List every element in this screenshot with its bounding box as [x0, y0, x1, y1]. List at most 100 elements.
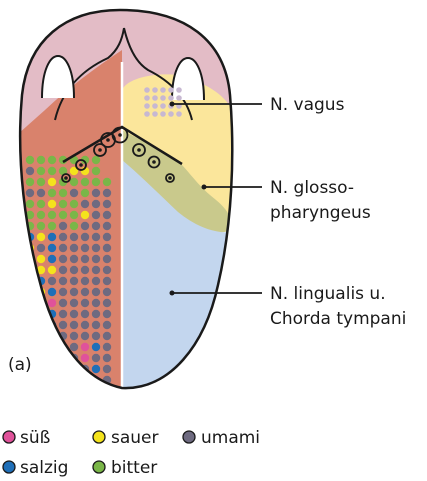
taste-bud-dot-umami	[59, 244, 67, 252]
taste-bud-dot-bitter	[103, 178, 111, 186]
taste-bud-dot-bitter	[37, 211, 45, 219]
taste-bud-dot-bitter	[48, 156, 56, 164]
taste-bud-dot-umami	[81, 200, 89, 208]
label-glosso-line2: pharyngeus	[270, 202, 371, 224]
taste-bud-dot-sauer	[26, 332, 34, 340]
taste-bud-dot-sauer	[48, 178, 56, 186]
taste-bud-dot-bitter	[48, 167, 56, 175]
taste-bud-dot-umami	[103, 299, 111, 307]
taste-bud-dot-sauer	[26, 266, 34, 274]
taste-bud-dot-salzig	[92, 365, 100, 373]
taste-bud-dot-umami	[92, 332, 100, 340]
taste-bud-dot-umami	[70, 310, 78, 318]
legend-label-suess: süß	[20, 428, 50, 448]
taste-bud-dot-suess	[48, 299, 56, 307]
taste-bud-dot-umami	[103, 211, 111, 219]
papilla-center	[79, 163, 83, 167]
vagus-pale-dot	[160, 111, 166, 117]
taste-bud-dot-bitter	[70, 222, 78, 230]
taste-bud-dot-bitter	[37, 200, 45, 208]
legend-label-bitter: bitter	[111, 458, 157, 478]
taste-bud-dot-bitter	[26, 200, 34, 208]
vagus-pale-dot	[152, 111, 158, 117]
taste-bud-dot-suess	[70, 365, 78, 373]
taste-bud-dot-umami	[92, 222, 100, 230]
taste-bud-dot-umami	[92, 321, 100, 329]
taste-bud-dot-umami	[92, 310, 100, 318]
taste-bud-dot-bitter	[70, 200, 78, 208]
taste-bud-dot-salzig	[48, 233, 56, 241]
taste-bud-dot-bitter	[59, 211, 67, 219]
taste-bud-dot-umami	[103, 189, 111, 197]
taste-bud-dot-bitter	[70, 178, 78, 186]
vagus-pale-dot	[144, 87, 150, 93]
taste-bud-dot-umami	[103, 288, 111, 296]
taste-bud-dot-bitter	[81, 189, 89, 197]
taste-bud-dot-umami	[81, 321, 89, 329]
taste-bud-dot-bitter	[48, 222, 56, 230]
taste-bud-dot-bitter	[81, 178, 89, 186]
taste-bud-dot-umami	[48, 277, 56, 285]
taste-bud-dot-salzig	[48, 244, 56, 252]
taste-bud-dot-sauer	[48, 343, 56, 351]
taste-bud-dot-umami	[103, 321, 111, 329]
taste-bud-dot-bitter	[37, 156, 45, 164]
taste-bud-dot-bitter	[70, 211, 78, 219]
legend-marker-salzig	[3, 461, 15, 473]
taste-bud-dot-suess	[48, 365, 56, 373]
taste-bud-dot-bitter	[26, 178, 34, 186]
taste-bud-dot-umami	[92, 200, 100, 208]
taste-bud-dot-umami	[103, 354, 111, 362]
taste-bud-dot-umami	[70, 266, 78, 274]
label-lingualis-line1: N. lingualis u.	[270, 283, 386, 305]
taste-bud-dot-umami	[92, 354, 100, 362]
taste-bud-dot-sauer	[48, 266, 56, 274]
taste-bud-dot-umami	[103, 200, 111, 208]
taste-bud-dot-umami	[81, 277, 89, 285]
legend-label-salzig: salzig	[20, 458, 68, 478]
vagus-pale-dot	[144, 103, 150, 109]
taste-bud-dot-suess	[81, 343, 89, 351]
vagus-pale-dot	[144, 111, 150, 117]
vagus-pale-dot	[176, 95, 182, 101]
taste-bud-dot-umami	[81, 266, 89, 274]
taste-bud-dot-suess	[48, 376, 56, 384]
vagus-pale-dot	[176, 111, 182, 117]
taste-bud-dot-umami	[70, 255, 78, 263]
vagus-pale-dot	[160, 103, 166, 109]
taste-bud-dot-sauer	[26, 321, 34, 329]
taste-bud-dot-umami	[59, 255, 67, 263]
vagus-pale-dot	[144, 95, 150, 101]
taste-bud-dot-umami	[37, 343, 45, 351]
taste-bud-dot-umami	[92, 288, 100, 296]
label-vagus: N. vagus	[270, 94, 344, 116]
taste-bud-dot-bitter	[92, 178, 100, 186]
taste-bud-dot-umami	[26, 376, 34, 384]
taste-bud-dot-suess	[37, 365, 45, 373]
taste-bud-dot-umami	[81, 233, 89, 241]
papilla-center	[106, 138, 110, 142]
taste-bud-dot-umami	[26, 167, 34, 175]
taste-bud-dot-salzig	[37, 321, 45, 329]
panel-label: (a)	[8, 354, 32, 376]
taste-bud-dot-suess	[81, 354, 89, 362]
taste-bud-dot-umami	[59, 222, 67, 230]
vagus-pale-dot	[160, 95, 166, 101]
taste-bud-dot-umami	[103, 343, 111, 351]
taste-bud-dot-umami	[92, 189, 100, 197]
vagus-pale-dot	[160, 87, 166, 93]
taste-bud-dot-bitter	[59, 189, 67, 197]
vagus-pale-dot	[168, 111, 174, 117]
taste-bud-dot-umami	[59, 321, 67, 329]
taste-bud-dot-umami	[59, 233, 67, 241]
legend-marker-sauer	[93, 431, 105, 443]
taste-bud-dot-sauer	[37, 255, 45, 263]
taste-bud-dot-sauer	[48, 200, 56, 208]
taste-bud-dot-umami	[92, 233, 100, 241]
taste-bud-dot-umami	[26, 189, 34, 197]
papilla-center	[98, 148, 102, 152]
taste-bud-dot-umami	[103, 365, 111, 373]
vagus-leader-dot	[170, 102, 175, 107]
legend-label-sauer: sauer	[111, 428, 159, 448]
